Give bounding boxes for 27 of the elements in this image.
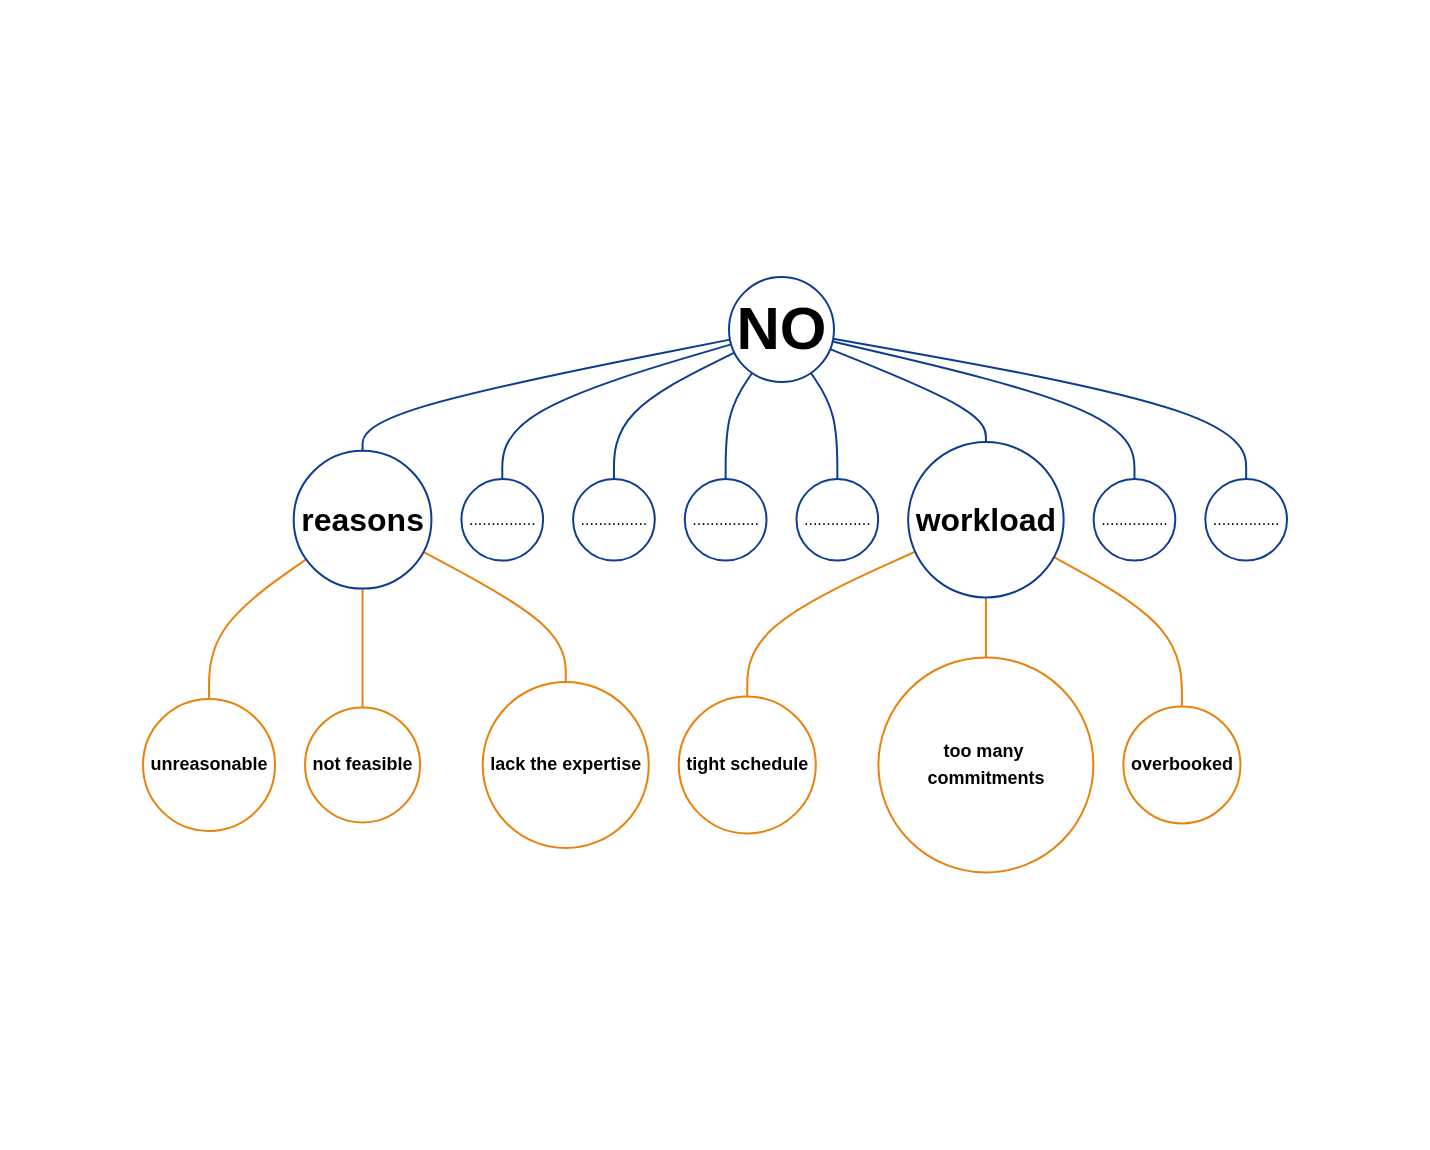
node-circle: lack the expertise [481,681,650,850]
connector [724,372,754,481]
connector [361,338,731,453]
node-circle: overbooked [1122,705,1242,825]
node-circle: workload [907,441,1065,599]
node-circle: ............... [460,478,545,562]
connector [809,372,839,481]
connector [746,551,917,698]
node-circle: too many commitments [877,656,1095,874]
node-circle: ............... [1204,478,1288,562]
connector [829,348,987,444]
node-circle: reasons [292,450,433,590]
node-circle: ............... [1092,478,1177,562]
connector [832,337,1248,481]
node-circle: ............... [795,478,880,562]
connector [208,558,308,701]
connector [361,587,364,709]
node-circle: tight schedule [677,695,817,835]
node-circle: ............... [572,478,656,562]
node-circle: unreasonable [142,698,277,833]
node-circle: not feasible [304,706,422,824]
node-circle: ............... [683,478,768,562]
connector [831,340,1136,481]
node-circle: NO [727,276,835,384]
connector [984,596,987,659]
connector [1053,556,1183,708]
connector [422,551,567,684]
